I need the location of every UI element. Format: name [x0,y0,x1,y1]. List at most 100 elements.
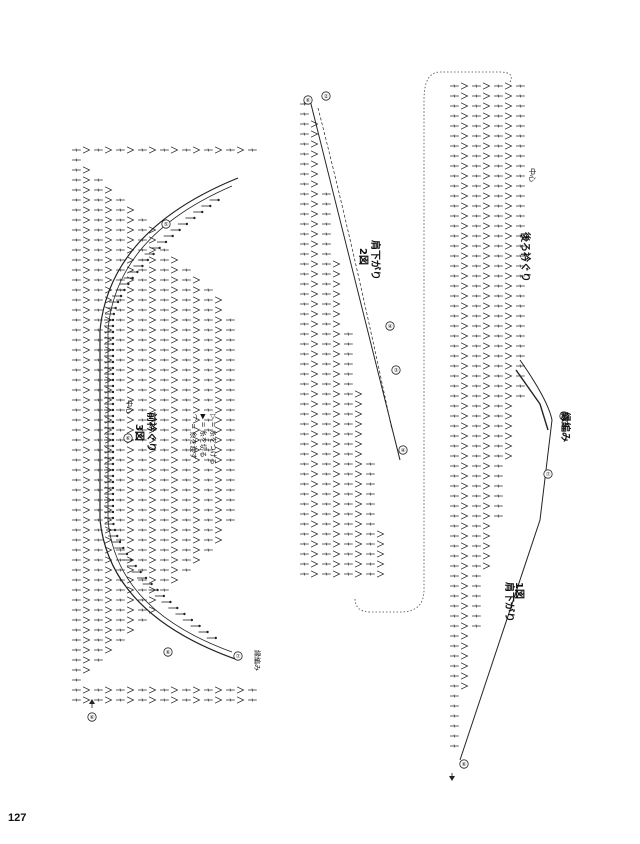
stitch-slash [97,348,100,352]
chain-v-mark [148,236,157,244]
stitch-slash [207,538,210,542]
chain-v-mark [460,582,469,590]
stitch-slash [303,112,306,116]
chain-v-mark [310,260,319,268]
stitch-slash [325,352,328,356]
stitch-slash [303,372,306,376]
stitch-slash [141,398,144,402]
chain-v-mark [460,372,469,380]
chain-v-mark [460,112,469,120]
chain-v-mark [504,172,513,180]
stitch-slash [519,174,522,178]
stitch-slash [347,552,350,556]
chain-v-mark [192,326,201,334]
chain-v-mark [310,510,319,518]
chain-v-mark [310,170,319,178]
stitch-slash [185,538,188,542]
stitch-slash [229,358,232,362]
stitch-slash [97,518,100,522]
stitch-slash [347,332,350,336]
stitch-slash [475,264,478,268]
stitch-slash [207,318,210,322]
stitch-slash [453,644,456,648]
chain-v-mark [504,212,513,220]
border-dot [111,342,115,346]
chain-v-mark [236,146,245,154]
stitch-slash [369,532,372,536]
border-dot [111,462,115,466]
chain-v-mark [460,602,469,610]
stitch-slash [497,454,500,458]
chain-v-mark [460,362,469,370]
stitch-slash [229,388,232,392]
chain-v-mark [148,396,157,404]
stitch-slash [453,724,456,728]
chain-v-mark [170,326,179,334]
chain-v-mark [148,516,157,524]
chain-v-mark [376,560,385,568]
stitch-slash [97,288,100,292]
border-dot [158,246,161,250]
chain-v-mark [460,412,469,420]
chain-v-mark [214,346,223,354]
chain-v-mark [482,382,491,390]
chain-v-mark [310,440,319,448]
stitch-slash [347,542,350,546]
chain-v-mark [170,346,179,354]
stitch-slash [519,134,522,138]
stitch-slash [453,194,456,198]
stitch-slash [141,218,144,222]
stitch-slash [97,588,100,592]
chain-v-mark [148,366,157,374]
chain-v-mark [126,536,135,544]
chain-v-mark [82,316,91,324]
stitch-slash [119,428,122,432]
border-dot [111,480,115,484]
stitch-slash [229,318,232,322]
stitch-slash [519,264,522,268]
stitch-slash [185,328,188,332]
stitch-slash [163,428,166,432]
border-dot [111,450,115,454]
chain-v-mark [332,260,341,268]
chain-v-mark [82,176,91,184]
chain-v-mark [192,416,201,424]
chain-v-mark [170,696,179,704]
stitch-slash [251,148,254,152]
chain-v-mark [332,310,341,318]
chain-v-mark [192,436,201,444]
border-dot [111,438,115,442]
stitch-slash [303,292,306,296]
stitch-slash [497,174,500,178]
stitch-slash [453,154,456,158]
chain-v-mark [148,446,157,454]
stitch-slash [75,638,78,642]
stitch-slash [475,204,478,208]
chain-v-mark [82,186,91,194]
border-dot [171,234,174,238]
stitch-slash [475,424,478,428]
chain-v-mark [504,312,513,320]
chain-v-mark [126,326,135,334]
chain-v-mark [82,636,91,644]
stitch-slash [453,124,456,128]
chain-v-mark [214,366,223,374]
chain-v-mark [332,380,341,388]
stitch-slash [519,104,522,108]
stitch-slash [497,184,500,188]
stitch-slash [97,628,100,632]
stitch-slash [347,522,350,526]
stitch-slash [303,312,306,316]
stitch-slash [519,344,522,348]
chain-v-mark [482,372,491,380]
chain-v-mark [504,412,513,420]
stitch-slash [163,488,166,492]
chain-v-mark [148,696,157,704]
stitch-slash [97,148,100,152]
stitch-slash [475,274,478,278]
stitch-slash [75,238,78,242]
chain-v-mark [354,520,363,528]
stitch-slash [119,388,122,392]
chain-v-mark [332,450,341,458]
step-marker-text: ⑥ [126,436,131,442]
